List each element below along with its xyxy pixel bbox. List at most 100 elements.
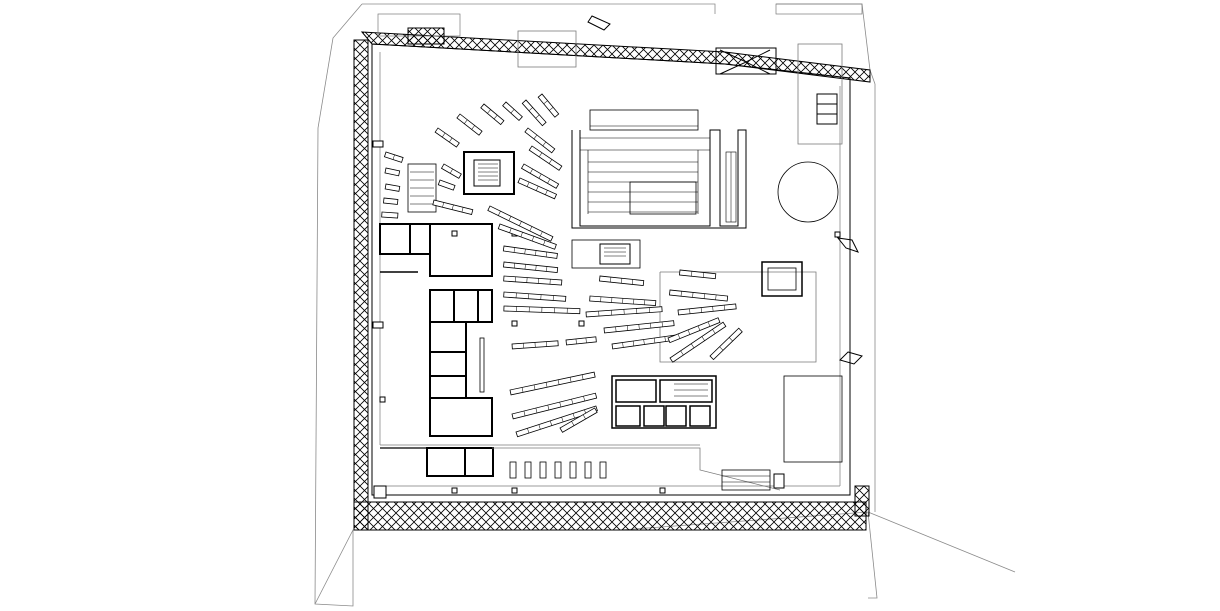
desk-divider (524, 264, 526, 270)
desk-row (383, 197, 399, 205)
site-boundary (314, 3, 1016, 607)
desk-divider (715, 294, 717, 300)
desk-row (503, 305, 581, 315)
desk-divider (521, 387, 524, 393)
desk-divider (545, 251, 548, 257)
desk-row-outline (669, 289, 729, 302)
desk-divider (572, 413, 575, 419)
desk-divider (621, 278, 623, 284)
desk-row (528, 145, 563, 171)
desk-divider (697, 325, 701, 331)
desk-divider (464, 119, 468, 124)
desk-row (524, 127, 556, 154)
desk-divider (529, 226, 533, 232)
desk-divider (569, 377, 572, 383)
floor-outline (371, 43, 851, 496)
desk-divider (510, 109, 515, 114)
desk-divider (538, 424, 541, 430)
desk-divider (449, 168, 453, 174)
auditorium (571, 109, 747, 229)
desk-row (611, 334, 677, 350)
desk-divider (442, 132, 446, 138)
platform-area (659, 261, 863, 463)
desk-divider (561, 417, 564, 422)
desk-row-outline (667, 317, 721, 344)
desk-divider (650, 323, 652, 329)
desk-row (511, 392, 598, 420)
desk-row-outline (537, 93, 560, 118)
desk-divider (513, 263, 515, 269)
desk-row (517, 177, 558, 200)
desk-row (679, 269, 717, 280)
desk-divider (493, 114, 498, 120)
desk-divider (557, 379, 560, 385)
desk-divider (498, 211, 501, 216)
desk-row (667, 317, 721, 344)
desk-divider (487, 109, 491, 114)
south-strip (492, 447, 781, 491)
desk-divider (520, 232, 523, 237)
desk-row (487, 205, 554, 242)
desk-row (503, 291, 567, 302)
desk-divider (547, 178, 551, 184)
desk-row (511, 340, 559, 350)
desk-divider (526, 181, 530, 187)
desk-divider (615, 326, 617, 332)
desk-divider (661, 321, 663, 327)
desk-row-outline (503, 275, 563, 286)
desk-divider (703, 293, 705, 299)
desk-divider (654, 338, 656, 344)
desk-divider (723, 305, 725, 311)
desk-row-outline (437, 179, 456, 191)
desk-row-outline (456, 113, 483, 136)
desk-row (502, 245, 558, 259)
desk-divider (533, 384, 536, 390)
desk-row-outline (677, 303, 737, 316)
desk-row-outline (515, 405, 598, 438)
desk-divider (691, 271, 693, 277)
desk-divider (538, 152, 543, 157)
desk-divider (392, 154, 395, 160)
desk-divider (451, 204, 454, 210)
desk-row (384, 167, 401, 177)
desk-row-outline (521, 99, 547, 127)
desk-divider (680, 291, 682, 297)
desk-divider (528, 107, 533, 111)
desk-divider (585, 337, 587, 343)
desk-row (437, 179, 456, 191)
desk-divider (535, 265, 537, 271)
desk-divider (523, 410, 526, 416)
desk-divider (626, 325, 628, 331)
desk-divider (701, 336, 705, 341)
desk-row (520, 163, 560, 189)
desk-row (503, 275, 563, 286)
desk-row (599, 275, 645, 287)
desk-divider (550, 420, 553, 426)
desk-divider (707, 321, 711, 327)
desk-divider (575, 338, 577, 344)
desk-row (709, 327, 743, 361)
desk-divider (547, 405, 550, 410)
desk-divider (689, 308, 691, 314)
desk-divider (582, 414, 586, 420)
desk-row-outline (503, 261, 559, 274)
desk-row-outline (497, 223, 557, 250)
desk-divider (538, 173, 542, 179)
desk-row (669, 289, 729, 302)
desk-divider (677, 333, 681, 339)
desk-divider (712, 306, 714, 312)
desk-divider (543, 100, 548, 105)
desk-divider (691, 343, 695, 348)
desk-divider (692, 292, 694, 298)
desk-row-outline (503, 291, 567, 302)
desk-row (456, 113, 483, 136)
desk-divider (546, 266, 548, 272)
desk-row (559, 407, 598, 433)
desk-row-outline (559, 407, 598, 433)
desk-divider (533, 134, 538, 140)
desk-divider (519, 221, 522, 226)
desk-divider (535, 250, 537, 256)
desk-row-outline (434, 127, 460, 148)
desk-row-outline (480, 103, 505, 126)
desk-row (669, 321, 727, 363)
